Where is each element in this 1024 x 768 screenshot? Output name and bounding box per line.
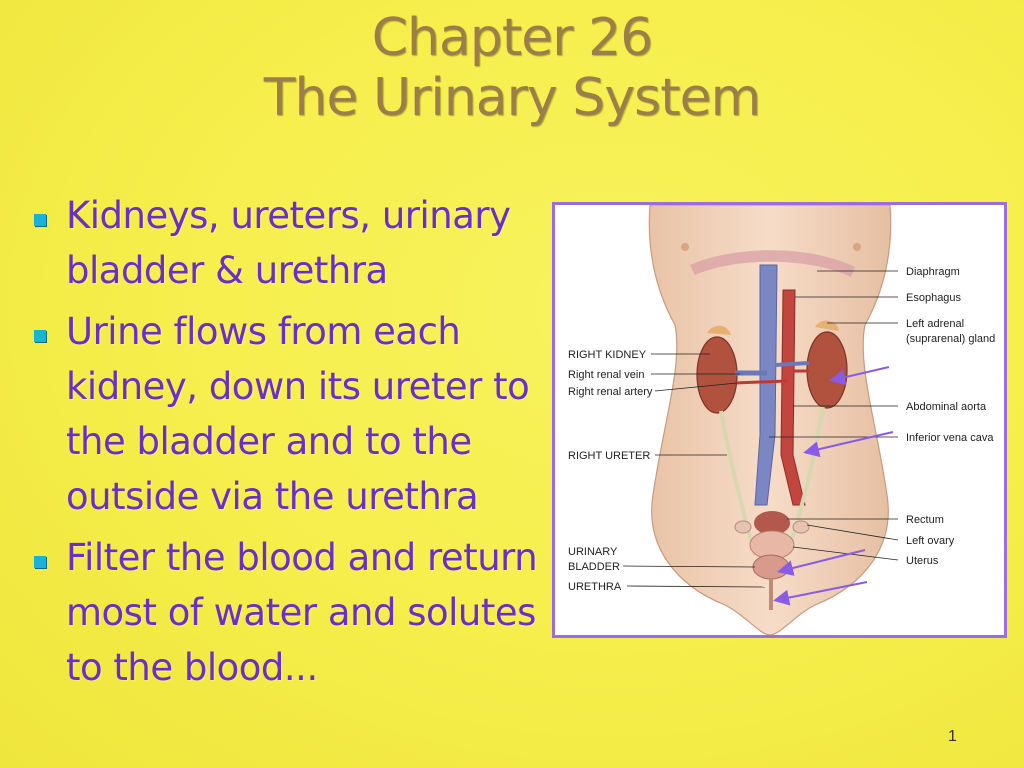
- ovary-shape: [734, 520, 752, 534]
- label-inferior-vena-cava: Inferior vena cava: [906, 432, 994, 444]
- square-bullet-icon: [34, 214, 46, 226]
- right-kidney-shape: [696, 336, 738, 414]
- left-ureter-shape: [785, 406, 825, 556]
- label-rectum: Rectum: [906, 514, 944, 526]
- diaphragm-shape: [690, 250, 855, 277]
- label-left-adrenal: Left adrenal: [906, 318, 964, 330]
- label-abdominal-aorta: Abdominal aorta: [906, 401, 987, 413]
- arrow-ureter: [803, 431, 894, 458]
- renal-artery-shape: [734, 379, 788, 385]
- label-bladder: BLADDER: [568, 561, 620, 573]
- title-line-2: The Urinary System: [263, 68, 762, 128]
- slide-title: Chapter 26 The Urinary System: [0, 8, 1024, 128]
- aorta-shape: [780, 289, 806, 506]
- label-right-renal-artery: Right renal artery: [568, 386, 653, 398]
- slide-page-number: 1: [948, 728, 957, 745]
- label-right-renal-vein: Right renal vein: [568, 369, 644, 381]
- left-kidney-shape: [806, 331, 848, 409]
- label-right-kidney: RIGHT KIDNEY: [568, 349, 647, 361]
- bullet-item: Kidneys, ureters, urinary bladder & uret…: [30, 188, 570, 298]
- bullet-text: Urine flows from each kidney, down its u…: [66, 310, 530, 518]
- label-esophagus: Esophagus: [906, 292, 962, 304]
- label-uterus: Uterus: [906, 555, 939, 567]
- bullet-item: Urine flows from each kidney, down its u…: [30, 304, 570, 524]
- label-left-ovary: Left ovary: [906, 535, 955, 547]
- label-urinary: URINARY: [568, 546, 618, 558]
- right-adrenal-shape: [707, 325, 731, 335]
- arrow-urethra: [773, 581, 868, 606]
- anatomy-illustration: RIGHT KIDNEY Right renal vein Right rena…: [568, 205, 995, 635]
- bullet-list: Kidneys, ureters, urinary bladder & uret…: [30, 188, 570, 701]
- square-bullet-icon: [34, 556, 46, 568]
- nipple-left: [681, 243, 689, 251]
- label-urethra: URETHRA: [568, 581, 622, 593]
- nipple-right: [853, 243, 861, 251]
- arrow-kidney: [829, 366, 890, 386]
- bullet-text: Filter the blood and return most of wate…: [66, 536, 538, 689]
- right-ureter-shape: [719, 410, 757, 556]
- urinary-system-figure: RIGHT KIDNEY Right renal vein Right rena…: [552, 202, 1007, 638]
- bullet-item: Filter the blood and return most of wate…: [30, 530, 570, 695]
- label-right-ureter: RIGHT URETER: [568, 450, 650, 462]
- title-line-1: Chapter 26: [371, 8, 654, 68]
- rectum-shape: [754, 511, 790, 535]
- vena-cava-shape: [754, 264, 778, 506]
- label-suprarenal-gland: (suprarenal) gland: [906, 333, 995, 345]
- bullet-text: Kidneys, ureters, urinary bladder & uret…: [66, 194, 511, 292]
- square-bullet-icon: [34, 330, 46, 342]
- label-diaphragm: Diaphragm: [906, 266, 960, 278]
- bladder-shape: [752, 554, 790, 580]
- arrow-bladder: [777, 549, 866, 576]
